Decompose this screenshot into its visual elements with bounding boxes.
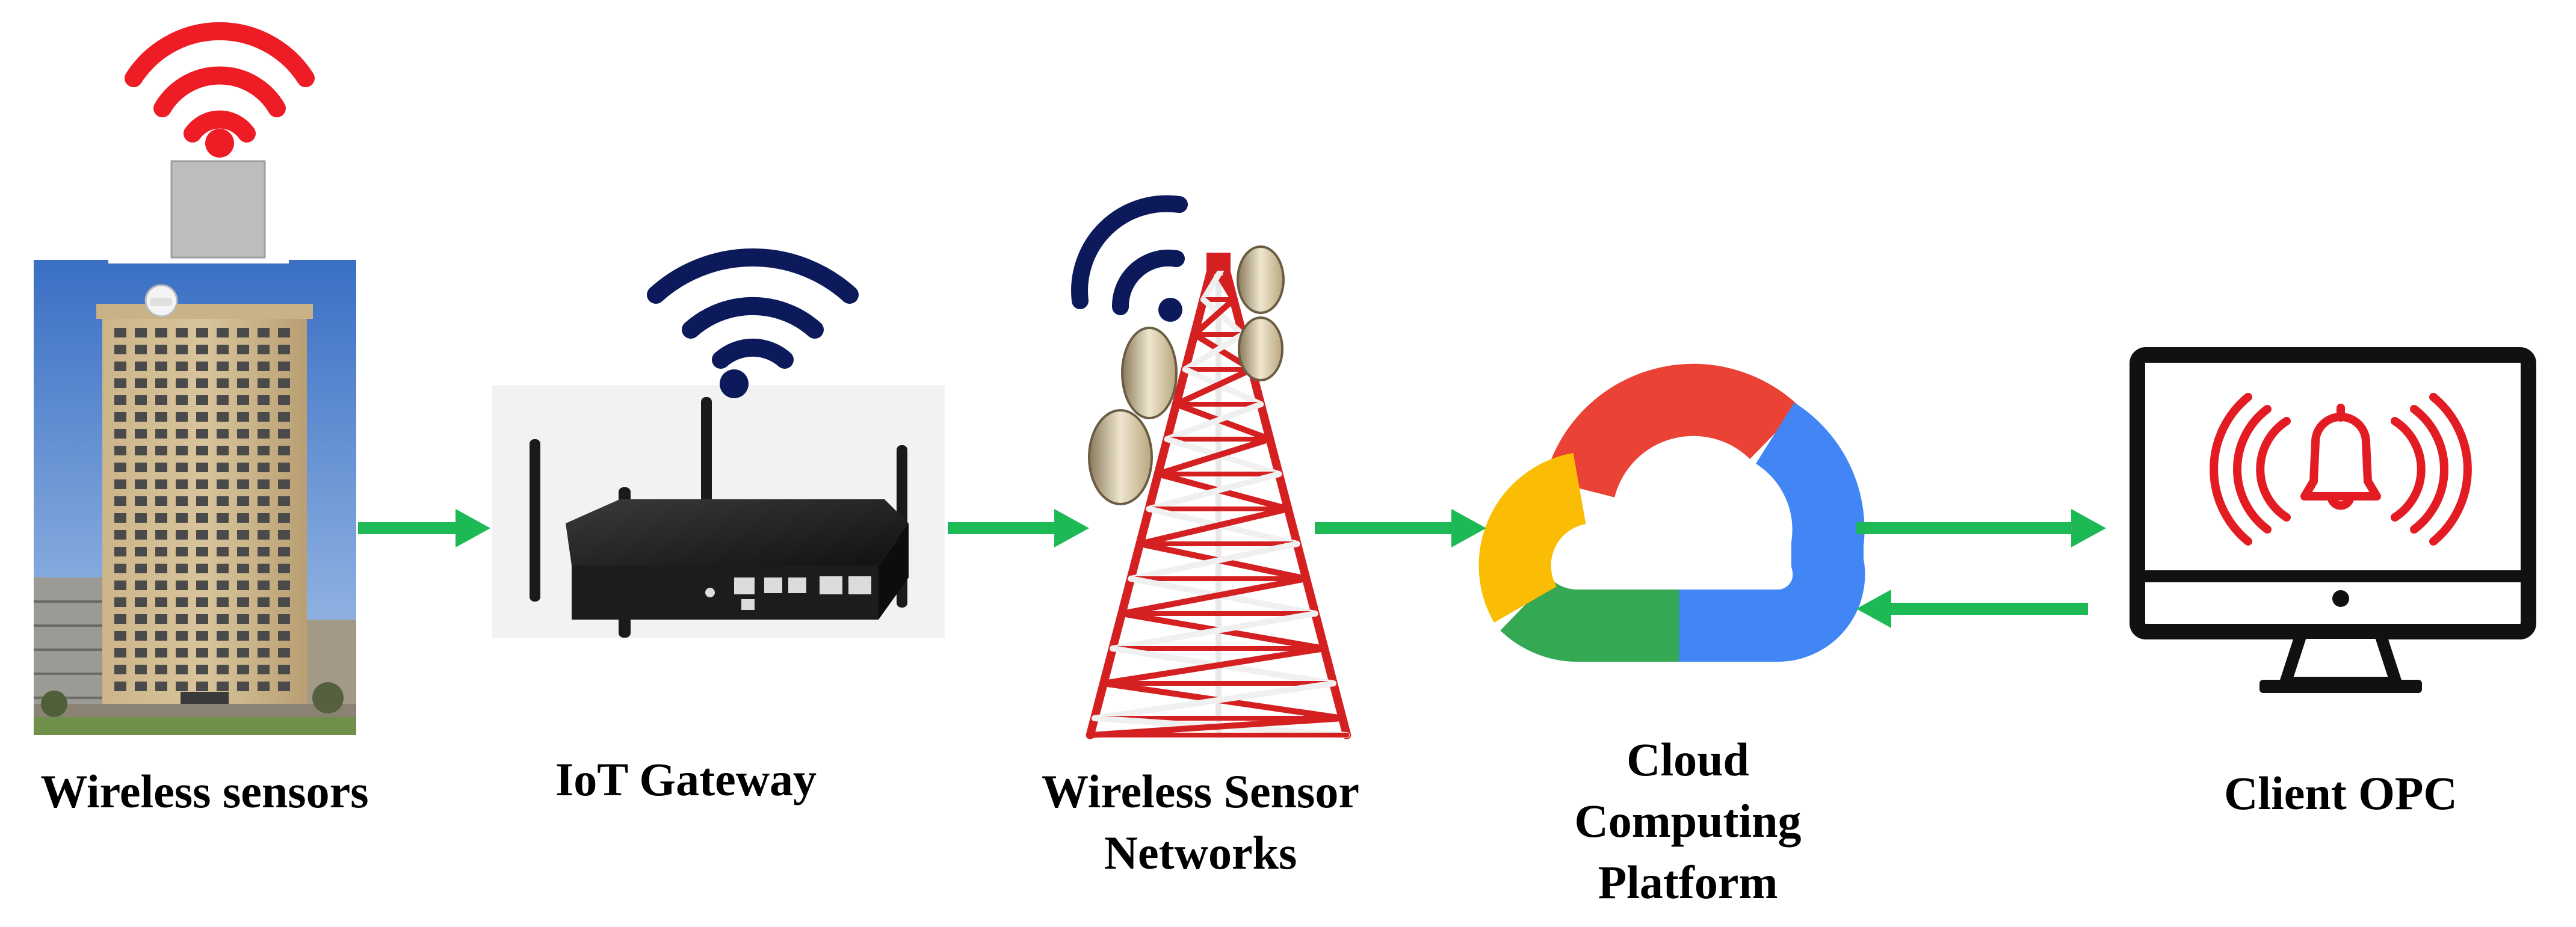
wifi-signal-icon: [125, 22, 315, 158]
alarm-waves-icon: [2210, 393, 2472, 546]
node-label-cloud: Cloud Computing Platform: [1480, 729, 1895, 913]
bell-icon: [2300, 404, 2381, 510]
sensor-box: [170, 160, 266, 259]
arrow-gateway-to-wsn: [948, 509, 1089, 547]
node-label-sensors: Wireless sensors: [0, 761, 409, 822]
node-label-wsn: Wireless Sensor Networks: [993, 761, 1408, 884]
node-label-cloud-line-1: Cloud: [1626, 733, 1749, 786]
monitor-alarm-icon: [2130, 347, 2536, 693]
node-label-client: Client OPC: [2130, 763, 2551, 824]
router-icon: [492, 248, 945, 638]
arrow-sensors-to-gateway: [358, 509, 490, 547]
edge-layer: [358, 509, 2106, 628]
antenna-dishes: [1088, 245, 1285, 505]
node-label-wsn-line-2: Networks: [1104, 827, 1297, 879]
node-label-gateway: IoT Gateway: [481, 749, 891, 810]
arrow-client-to-cloud: [1856, 590, 2088, 628]
node-label-client-line: Client OPC: [2224, 767, 2457, 819]
wifi-signal-icon: [647, 248, 859, 398]
node-label-wsn-line-1: Wireless Sensor: [1042, 765, 1359, 818]
node-label-cloud-line-3: Platform: [1598, 856, 1778, 908]
node-label-sensors-line: Wireless sensors: [40, 765, 369, 818]
building-with-sensor-icon: [34, 22, 356, 735]
node-label-cloud-line-2: Computing: [1574, 795, 1802, 847]
cloud-icon: [1478, 363, 1865, 662]
building-photo: [34, 260, 356, 735]
arrow-wsn-to-cloud: [1315, 509, 1486, 547]
wifi-signal-icon: [1071, 195, 1188, 322]
node-label-gateway-line: IoT Gateway: [555, 753, 817, 805]
arrow-cloud-to-client: [1856, 509, 2106, 547]
cell-tower-icon: [1071, 195, 1351, 739]
